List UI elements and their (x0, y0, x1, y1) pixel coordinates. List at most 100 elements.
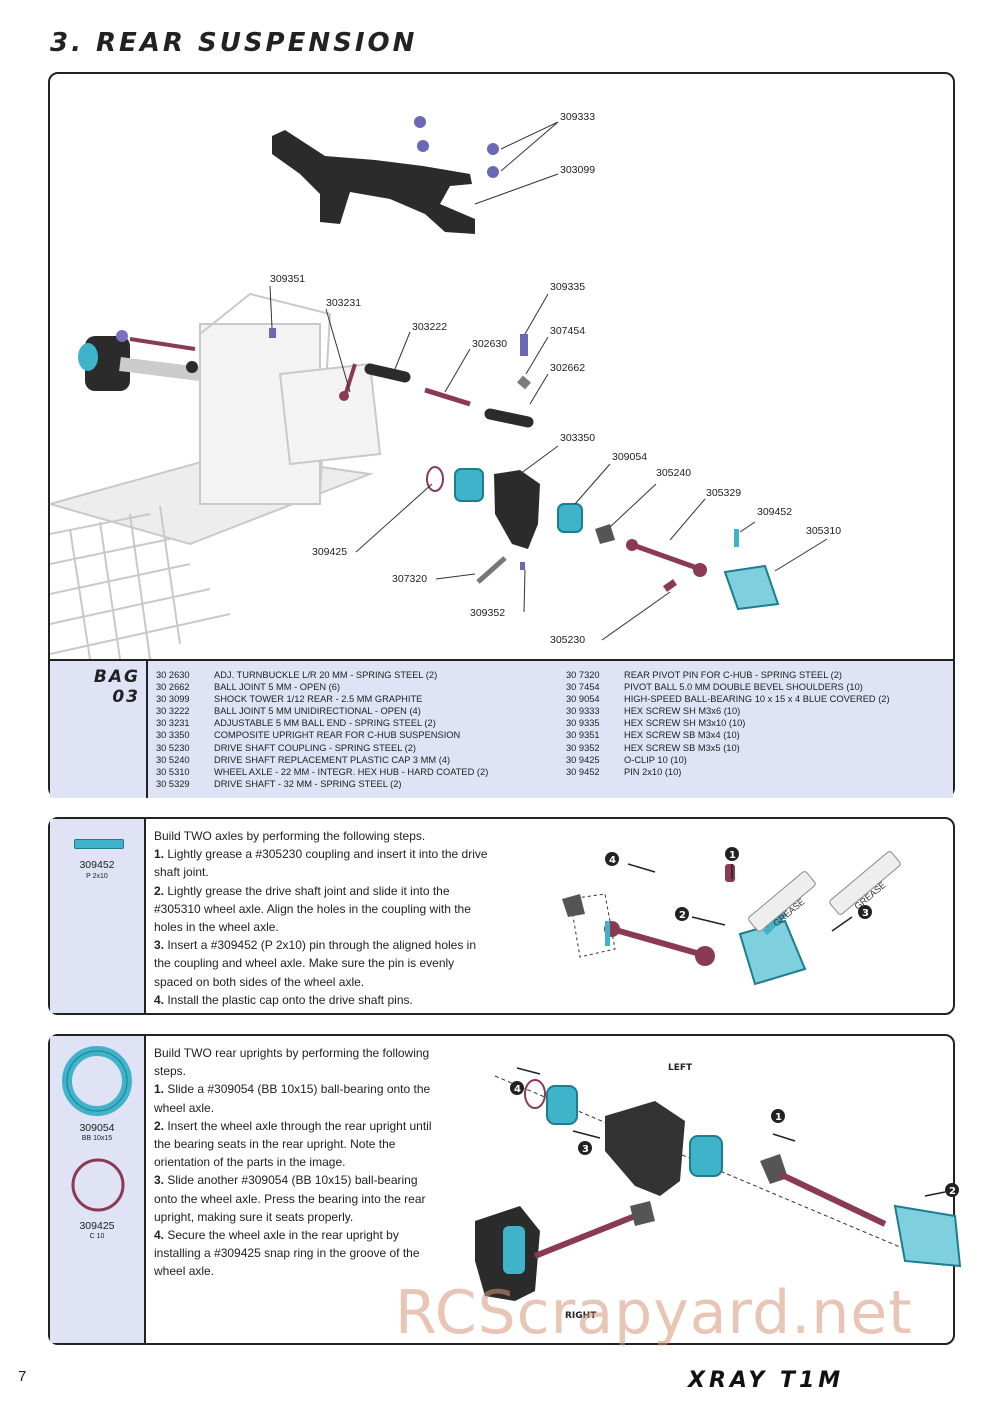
parts-list-row: 30 3350 COMPOSITE UPRIGHT REAR FOR C-HUB … (156, 729, 488, 741)
part-description: PIN 2x10 (10) (624, 766, 682, 777)
step-item: 2. Insert the wheel axle through the rea… (154, 1117, 444, 1172)
label-309452: 309452 (757, 506, 792, 518)
step-item: 3. Slide another #309054 (BB 10x15) ball… (154, 1171, 444, 1226)
part-description: PIVOT BALL 5.0 MM DOUBLE BEVEL SHOULDERS… (624, 682, 863, 693)
rear-suspension-panel: 309333 303099 309351 303231 303222 30933… (46, 72, 955, 798)
part-number: 30 9352 (566, 742, 600, 753)
part-description: REAR PIVOT PIN FOR C-HUB - SPRING STEEL … (624, 670, 842, 680)
step-item: 1. Slide a #309054 (BB 10x15) ball-beari… (154, 1080, 444, 1116)
part-number: 30 2662 (156, 682, 190, 693)
part-description: SHOCK TOWER 1/12 REAR - 2.5 MM GRAPHITE (214, 694, 423, 705)
label-303099: 303099 (560, 164, 595, 176)
part-number: 30 9333 (566, 706, 600, 717)
part-description: COMPOSITE UPRIGHT REAR FOR C-HUB SUSPENS… (214, 730, 461, 741)
step-number: 4. (154, 1228, 165, 1243)
step-number: 3. (154, 1173, 165, 1188)
part-number: 30 9452 (566, 766, 600, 777)
label-309335: 309335 (550, 281, 585, 293)
callout-3: 3 (862, 908, 869, 919)
upright-assembly (426, 466, 780, 611)
step1-instructions: Build TWO axles by performing the follow… (154, 827, 494, 1009)
parts-list-row: 30 7320 REAR PIVOT PIN FOR C-HUB - SPRING… (566, 669, 890, 681)
part-number: 30 3231 (156, 718, 190, 729)
parts-list-row: 30 9452 PIN 2x10 (10) (566, 766, 890, 778)
step-text: Slide another #309054 (BB 10x15) ball-be… (154, 1173, 426, 1224)
part-description: HIGH-SPEED BALL-BEARING 10 x 15 x 4 BLUE… (624, 694, 890, 705)
label-307454: 307454 (550, 325, 585, 337)
right-orientation-label: RIGHT (565, 1311, 597, 1321)
step-item: 4. Secure the wheel axle in the rear upr… (154, 1226, 444, 1281)
bag-indicator: BAG 03 (50, 661, 148, 798)
part-number: 30 3350 (156, 730, 190, 741)
label-305240: 305240 (656, 467, 691, 479)
part-number: 30 5310 (156, 766, 190, 777)
callout-2: 2 (949, 1186, 956, 1197)
step-text: Slide a #309054 (BB 10x15) ball-bearing … (154, 1082, 431, 1115)
step-text: Lightly grease the drive shaft joint and… (154, 883, 471, 935)
step-text: Lightly grease a #305230 coupling and in… (154, 847, 488, 880)
label-303222: 303222 (412, 321, 447, 333)
label-309352: 309352 (470, 607, 505, 619)
leader-lines (269, 121, 828, 641)
step-number: 3. (154, 938, 165, 953)
step-text: Secure the wheel axle in the rear uprigh… (154, 1228, 420, 1279)
axle-assembly-drawing: GREASE GREASE 4 1 2 3 (562, 847, 901, 986)
step-intro: Build TWO rear uprights by performing th… (154, 1046, 430, 1079)
label-302630: 302630 (472, 338, 507, 350)
brand-logo: XRAY T1M (688, 1368, 845, 1393)
label-305329: 305329 (706, 487, 741, 499)
part-number: 30 5240 (156, 754, 190, 765)
label-303231: 303231 (326, 297, 361, 309)
page-title: 3. REAR SUSPENSION (50, 28, 418, 58)
step1-part-number: 309452 (79, 859, 115, 871)
part-number: 30 9425 (566, 754, 600, 765)
label-303350: 303350 (560, 432, 595, 444)
step2-part2-number: 309425 (79, 1220, 115, 1232)
part-number: 30 7454 (566, 682, 600, 693)
label-309054: 309054 (612, 451, 647, 463)
step-number: 1. (154, 1082, 165, 1097)
parts-list-right: 30 7320 REAR PIVOT PIN FOR C-HUB - SPRING… (566, 669, 890, 778)
part-description: BALL JOINT 5 MM - OPEN (6) (214, 682, 341, 693)
upright-assembly-drawing: LEFT RIGHT 4 3 1 2 (475, 1063, 962, 1321)
step-text: Install the plastic cap onto the drive s… (164, 992, 413, 1007)
step-text: Insert the wheel axle through the rear u… (154, 1118, 432, 1170)
part-labels: 309333 303099 309351 303231 303222 30933… (270, 111, 841, 646)
snap-ring-part-icon (71, 1158, 125, 1212)
step-number: 2. (154, 883, 165, 898)
parts-list-row: 30 9054 HIGH-SPEED BALL-BEARING 10 x 15 x… (566, 693, 890, 705)
callout-2: 2 (679, 910, 686, 921)
step-number: 2. (154, 1118, 165, 1133)
label-302662: 302662 (550, 362, 585, 374)
part-description: ADJ. TURNBUCKLE L/R 20 MM - SPRING STEEL… (214, 670, 438, 680)
callout-3: 3 (582, 1144, 589, 1155)
step-number: 1. (154, 847, 165, 862)
chassis-plate (46, 292, 382, 660)
callout-1: 1 (729, 850, 736, 861)
step2-part1-spec: BB 10x15 (81, 1135, 113, 1142)
pin-part-icon (74, 839, 124, 849)
watermark: RCScrapyard.net (395, 1278, 913, 1348)
part-number: 30 7320 (566, 670, 600, 680)
part-description: HEX SCREW SH M3x10 (10) (624, 718, 746, 729)
step-item: 1. Lightly grease a #305230 coupling and… (154, 845, 494, 881)
label-309333: 309333 (560, 111, 595, 123)
step1-part-sidebar: 309452 P 2x10 (50, 819, 146, 1013)
label-309425: 309425 (312, 546, 347, 558)
label-305230: 305230 (550, 634, 585, 646)
label-309351: 309351 (270, 273, 305, 285)
part-number: 30 9054 (566, 694, 600, 705)
shock-tower (272, 130, 475, 234)
bearing-part-icon (62, 1046, 132, 1116)
step-item: 2. Lightly grease the drive shaft joint … (154, 882, 494, 937)
ball-joints (339, 363, 534, 428)
